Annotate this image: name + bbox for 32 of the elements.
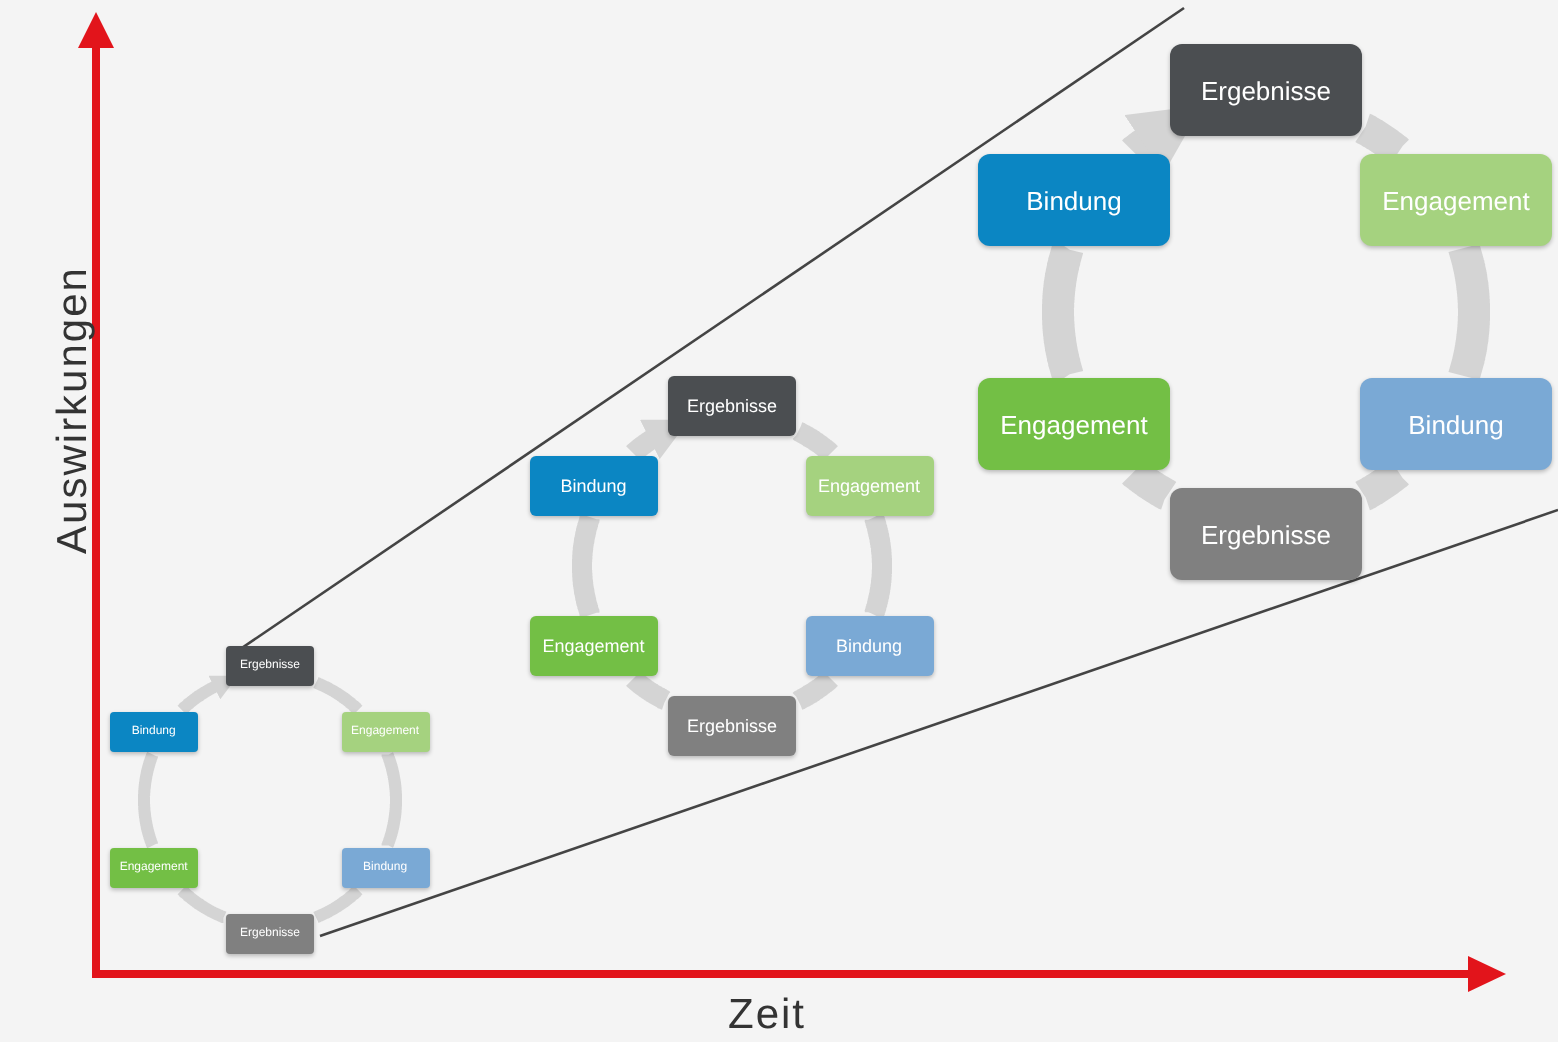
cycle-step-box xyxy=(226,914,314,955)
cycle-step-box xyxy=(1360,378,1552,470)
step-label: Ergebnisse xyxy=(1200,519,1332,549)
cycle-step-box xyxy=(341,712,430,753)
cycle-step-box xyxy=(529,616,658,677)
cycle-step-box xyxy=(109,712,198,753)
step-label: Ergebnisse xyxy=(686,716,778,737)
cycle-step-box xyxy=(805,616,933,677)
cycle-step-box xyxy=(529,455,658,516)
cycle-step-box xyxy=(978,378,1170,470)
x-axis-title: Zeit xyxy=(728,992,807,1040)
step-label: Bindung xyxy=(1408,409,1504,439)
cycle-step-box xyxy=(1170,44,1362,136)
step-label: Engagement xyxy=(817,475,921,496)
step-label: Engagement xyxy=(542,636,645,657)
step-label: Bindung xyxy=(1026,185,1122,215)
cycle-step-box xyxy=(109,847,198,888)
cycle-step-box xyxy=(1170,488,1362,580)
step-label: Engagement xyxy=(1382,185,1530,215)
cycle-step-box xyxy=(226,645,314,686)
step-label: Bindung xyxy=(560,475,627,496)
y-axis-title: Auswirkungen xyxy=(49,266,98,554)
cycle-step-box xyxy=(805,455,933,516)
cycle-step-box xyxy=(978,154,1170,246)
cycle-step-box xyxy=(668,375,796,436)
step-label: Engagement xyxy=(1000,409,1148,439)
step-label: Ergebnisse xyxy=(686,395,778,416)
step-label: Ergebnisse xyxy=(1200,75,1332,105)
cycle-step-box xyxy=(668,696,796,757)
step-label: Bindung xyxy=(835,636,903,657)
cycle-step-box xyxy=(341,847,430,888)
cycle-step-box xyxy=(1360,154,1552,246)
